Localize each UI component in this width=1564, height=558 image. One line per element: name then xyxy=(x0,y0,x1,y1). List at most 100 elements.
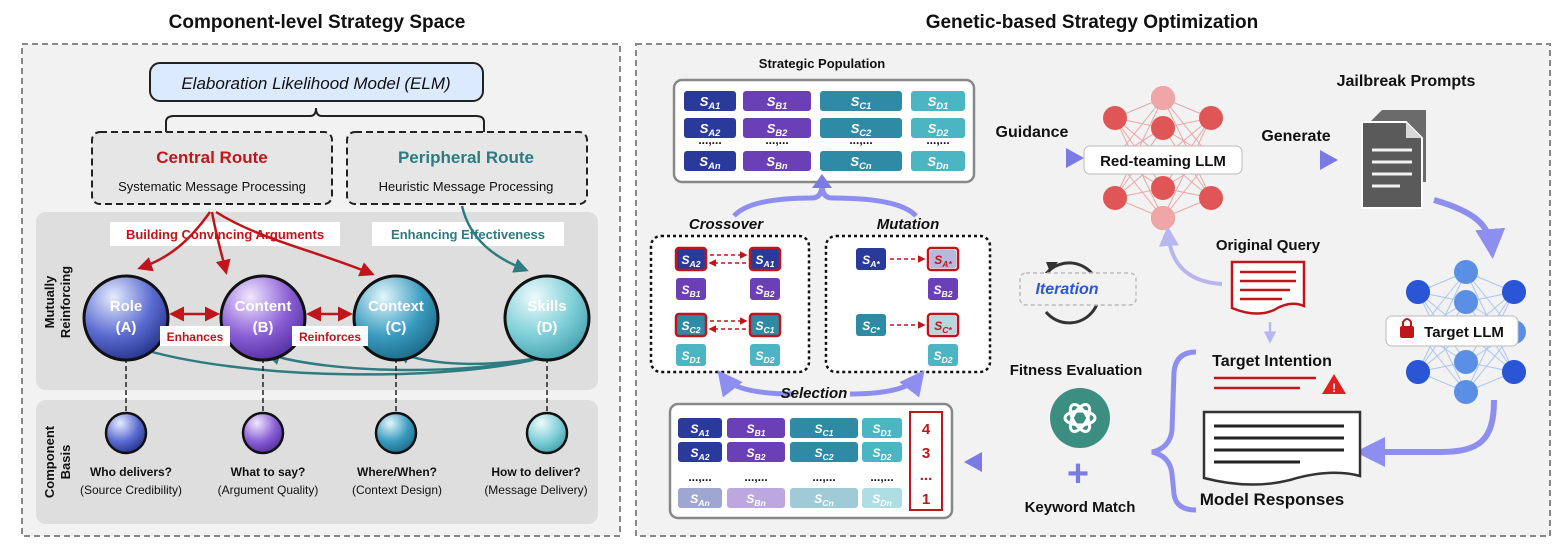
selection-cell-label: SB1 xyxy=(746,422,765,438)
population-cell-label: SDn xyxy=(927,154,948,171)
crossover-cell-label: SB2 xyxy=(755,283,774,299)
skills-node-letter: (D) xyxy=(537,319,558,336)
content-node: Content (B) xyxy=(219,274,307,362)
plus-sign: + xyxy=(1067,453,1089,495)
population-label: Strategic Population xyxy=(759,56,885,71)
population-cell-label: SA2 xyxy=(700,121,721,138)
peripheral-route-title: Peripheral Route xyxy=(398,148,534,167)
population-ellipsis: ...,... xyxy=(849,133,872,147)
central-arrow-content xyxy=(210,211,231,275)
selection-cell-label: SA1 xyxy=(690,422,709,438)
elm-box xyxy=(149,62,484,102)
selection-cell-label: SA2 xyxy=(690,446,709,462)
selection-cell xyxy=(727,418,785,438)
right-panel-title: Genetic-based Strategy Optimization xyxy=(926,12,1259,33)
content-node-name: Content xyxy=(235,298,292,315)
role-node-letter: (A) xyxy=(116,319,137,336)
crossover-cell xyxy=(748,312,782,338)
target-llm-label-box xyxy=(1385,315,1519,347)
selection-cell xyxy=(862,418,902,438)
guidance-label: Guidance xyxy=(996,124,1069,141)
population-ellipsis: ...,... xyxy=(698,133,721,147)
mutually-label-line1: Mutually xyxy=(42,275,57,328)
red-team-label: Red-teaming LLM xyxy=(1100,153,1226,170)
warning-icon: ! xyxy=(1322,374,1346,395)
mutation-cell xyxy=(856,314,886,336)
mutation-cell-fill xyxy=(930,250,956,268)
enhances-label: Enhances xyxy=(167,330,224,344)
mutation-cell xyxy=(928,278,958,300)
crossover-cell xyxy=(748,246,782,272)
mutation-cell xyxy=(928,344,958,366)
basis-detail-skills: (Message Delivery) xyxy=(484,483,587,497)
rank-value: 4 xyxy=(922,421,931,438)
basis-question-context: Where/When? xyxy=(357,465,437,479)
population-cell xyxy=(743,151,811,171)
query-to-redteam-arrow xyxy=(1158,226,1223,286)
content-node-letter: (B) xyxy=(253,319,274,336)
mutation-cell-label: SB2 xyxy=(933,283,952,299)
jailbreak-label: Jailbreak Prompts xyxy=(1337,73,1476,90)
selection-cell xyxy=(862,488,902,508)
selection-ellipsis: ...,... xyxy=(812,470,835,484)
selection-label: Selection xyxy=(781,385,848,402)
component-label-line1: Component xyxy=(42,425,57,498)
crossover-cell xyxy=(750,344,780,366)
network-node xyxy=(1502,280,1526,304)
population-cell-label: SAn xyxy=(699,154,720,171)
crossover-cell-label: SA2 xyxy=(681,253,700,269)
central-route-subtitle: Systematic Message Processing xyxy=(118,179,306,194)
basis-detail-context: (Context Design) xyxy=(352,483,442,497)
population-cell xyxy=(911,118,965,138)
crossover-cell xyxy=(676,344,706,366)
mutation-cell xyxy=(856,248,886,270)
mutation-cell xyxy=(926,312,960,338)
reinforces-label: Reinforces xyxy=(299,330,361,344)
original-query-document-icon xyxy=(1230,260,1306,315)
content-basis-circle xyxy=(241,411,285,455)
network-node xyxy=(1151,206,1175,230)
target-to-responses-arrow xyxy=(1355,399,1497,467)
crossover-cell xyxy=(676,278,706,300)
evaluation-bracket xyxy=(1151,349,1197,513)
openai-logo-icon xyxy=(1050,388,1110,448)
population-cell-label: SD2 xyxy=(928,121,949,138)
selection-cell-label: SD2 xyxy=(872,446,891,462)
population-cell-label: SCn xyxy=(850,154,871,171)
mutation-cell-label: SC* xyxy=(934,319,952,335)
selection-cell xyxy=(727,442,785,462)
crossover-cell-label: SD1 xyxy=(681,349,700,365)
mutation-box xyxy=(824,234,992,374)
population-cell xyxy=(684,151,736,171)
peripheral-route-box xyxy=(346,131,588,205)
mutation-cell-label: SD2 xyxy=(933,349,952,365)
population-cell-label: SA1 xyxy=(700,94,721,111)
basis-question-skills: How to deliver? xyxy=(491,465,580,479)
original-query-label: Original Query xyxy=(1216,237,1321,254)
network-node xyxy=(1151,176,1175,200)
network-node xyxy=(1151,86,1175,110)
red-team-label-box xyxy=(1083,145,1243,175)
target-intention-label: Target Intention xyxy=(1212,353,1332,370)
selection-cell-label: SCn xyxy=(814,492,834,508)
selection-cell-label: SC2 xyxy=(814,446,833,462)
population-cell xyxy=(820,91,902,111)
selection-cell-label: SB2 xyxy=(746,446,765,462)
population-cell xyxy=(743,91,811,111)
crossover-cell-label: SA1 xyxy=(755,253,774,269)
fitness-label: Fitness Evaluation xyxy=(1010,362,1143,379)
network-node xyxy=(1406,280,1430,304)
selection-cell xyxy=(790,442,858,462)
selection-cell xyxy=(790,418,858,438)
component-basis-region xyxy=(36,400,598,524)
population-ellipsis: ...,... xyxy=(926,133,949,147)
reinforces-label-box xyxy=(292,326,368,346)
crossover-cell xyxy=(750,278,780,300)
iteration-label: Iteration xyxy=(1035,281,1098,298)
context-node: Context (C) xyxy=(352,274,440,362)
context-basis-circle xyxy=(374,411,418,455)
selection-cell-label: SBn xyxy=(746,492,766,508)
rank-column: 43...1 xyxy=(920,421,933,508)
